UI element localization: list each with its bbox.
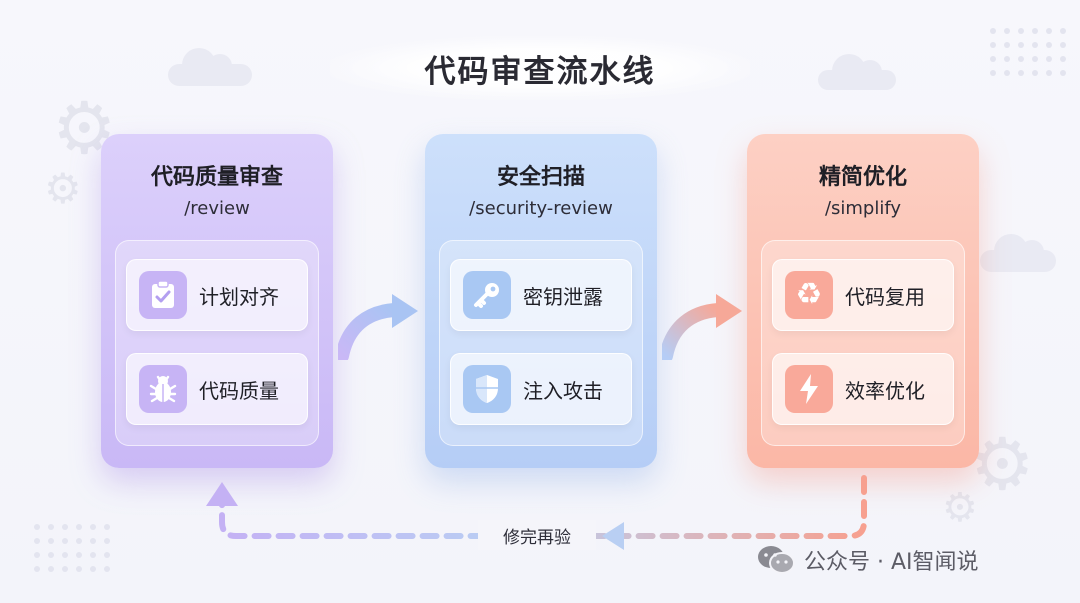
clipboard-check-icon bbox=[139, 271, 187, 319]
flow-arrow-1 bbox=[338, 294, 418, 360]
stage-panel: ♻ 代码复用 效率优化 bbox=[761, 240, 965, 446]
stage-panel: 计划对齐 代码质量 bbox=[115, 240, 319, 446]
stage-item-label: 计划对齐 bbox=[199, 284, 279, 309]
title-banner: 代码审查流水线 bbox=[330, 36, 750, 100]
watermark-text: 公众号 · AI智闻说 bbox=[804, 550, 979, 575]
cloud-icon bbox=[168, 48, 252, 86]
watermark: 公众号 · AI智闻说 bbox=[756, 540, 979, 580]
stage-item-label: 代码复用 bbox=[845, 284, 925, 309]
stage-item-label: 注入攻击 bbox=[523, 378, 603, 403]
stage-item: 效率优化 bbox=[772, 353, 954, 425]
stage-command: /simplify bbox=[824, 198, 902, 219]
decor-dots-bottom-left bbox=[34, 524, 110, 572]
stage-item-label: 效率优化 bbox=[845, 378, 925, 403]
gear-icon: ⚙ bbox=[942, 485, 978, 531]
gear-icon: ⚙ bbox=[970, 422, 1035, 506]
feedback-loop-label: 修完再验 bbox=[478, 520, 596, 550]
stage-card-review: 代码质量审查 /review 计划对齐 代码质量 bbox=[101, 134, 333, 468]
cloud-icon bbox=[980, 234, 1056, 272]
cloud-icon bbox=[818, 54, 896, 90]
stage-item: 注入攻击 bbox=[450, 353, 632, 425]
stage-title: 精简优化 bbox=[818, 165, 907, 190]
recycle-icon: ♻ bbox=[785, 271, 833, 319]
gear-icon: ⚙ bbox=[44, 164, 82, 213]
stage-title: 代码质量审查 bbox=[150, 165, 283, 190]
stage-title: 安全扫描 bbox=[496, 165, 585, 190]
stage-item: 计划对齐 bbox=[126, 259, 308, 331]
stage-item: 代码质量 bbox=[126, 353, 308, 425]
stage-command: /security-review bbox=[469, 198, 613, 219]
stage-card-simplify: 精简优化 /simplify ♻ 代码复用 效率优化 bbox=[747, 134, 979, 468]
stage-item: ♻ 代码复用 bbox=[772, 259, 954, 331]
stage-item-label: 密钥泄露 bbox=[523, 284, 603, 309]
decor-dots-top-right bbox=[990, 28, 1066, 76]
stage-card-security-review: 安全扫描 /security-review 密钥泄露 注入攻击 bbox=[425, 134, 657, 468]
stage-panel: 密钥泄露 注入攻击 bbox=[439, 240, 643, 446]
bug-icon bbox=[139, 365, 187, 413]
flow-arrow-2 bbox=[662, 294, 742, 360]
stage-command: /review bbox=[184, 198, 250, 219]
shield-icon bbox=[463, 365, 511, 413]
wechat-icon bbox=[758, 546, 795, 574]
lightning-icon bbox=[785, 365, 833, 413]
key-icon bbox=[463, 271, 511, 319]
page-title: 代码审查流水线 bbox=[424, 53, 656, 90]
stage-item: 密钥泄露 bbox=[450, 259, 632, 331]
stage-item-label: 代码质量 bbox=[199, 378, 279, 403]
